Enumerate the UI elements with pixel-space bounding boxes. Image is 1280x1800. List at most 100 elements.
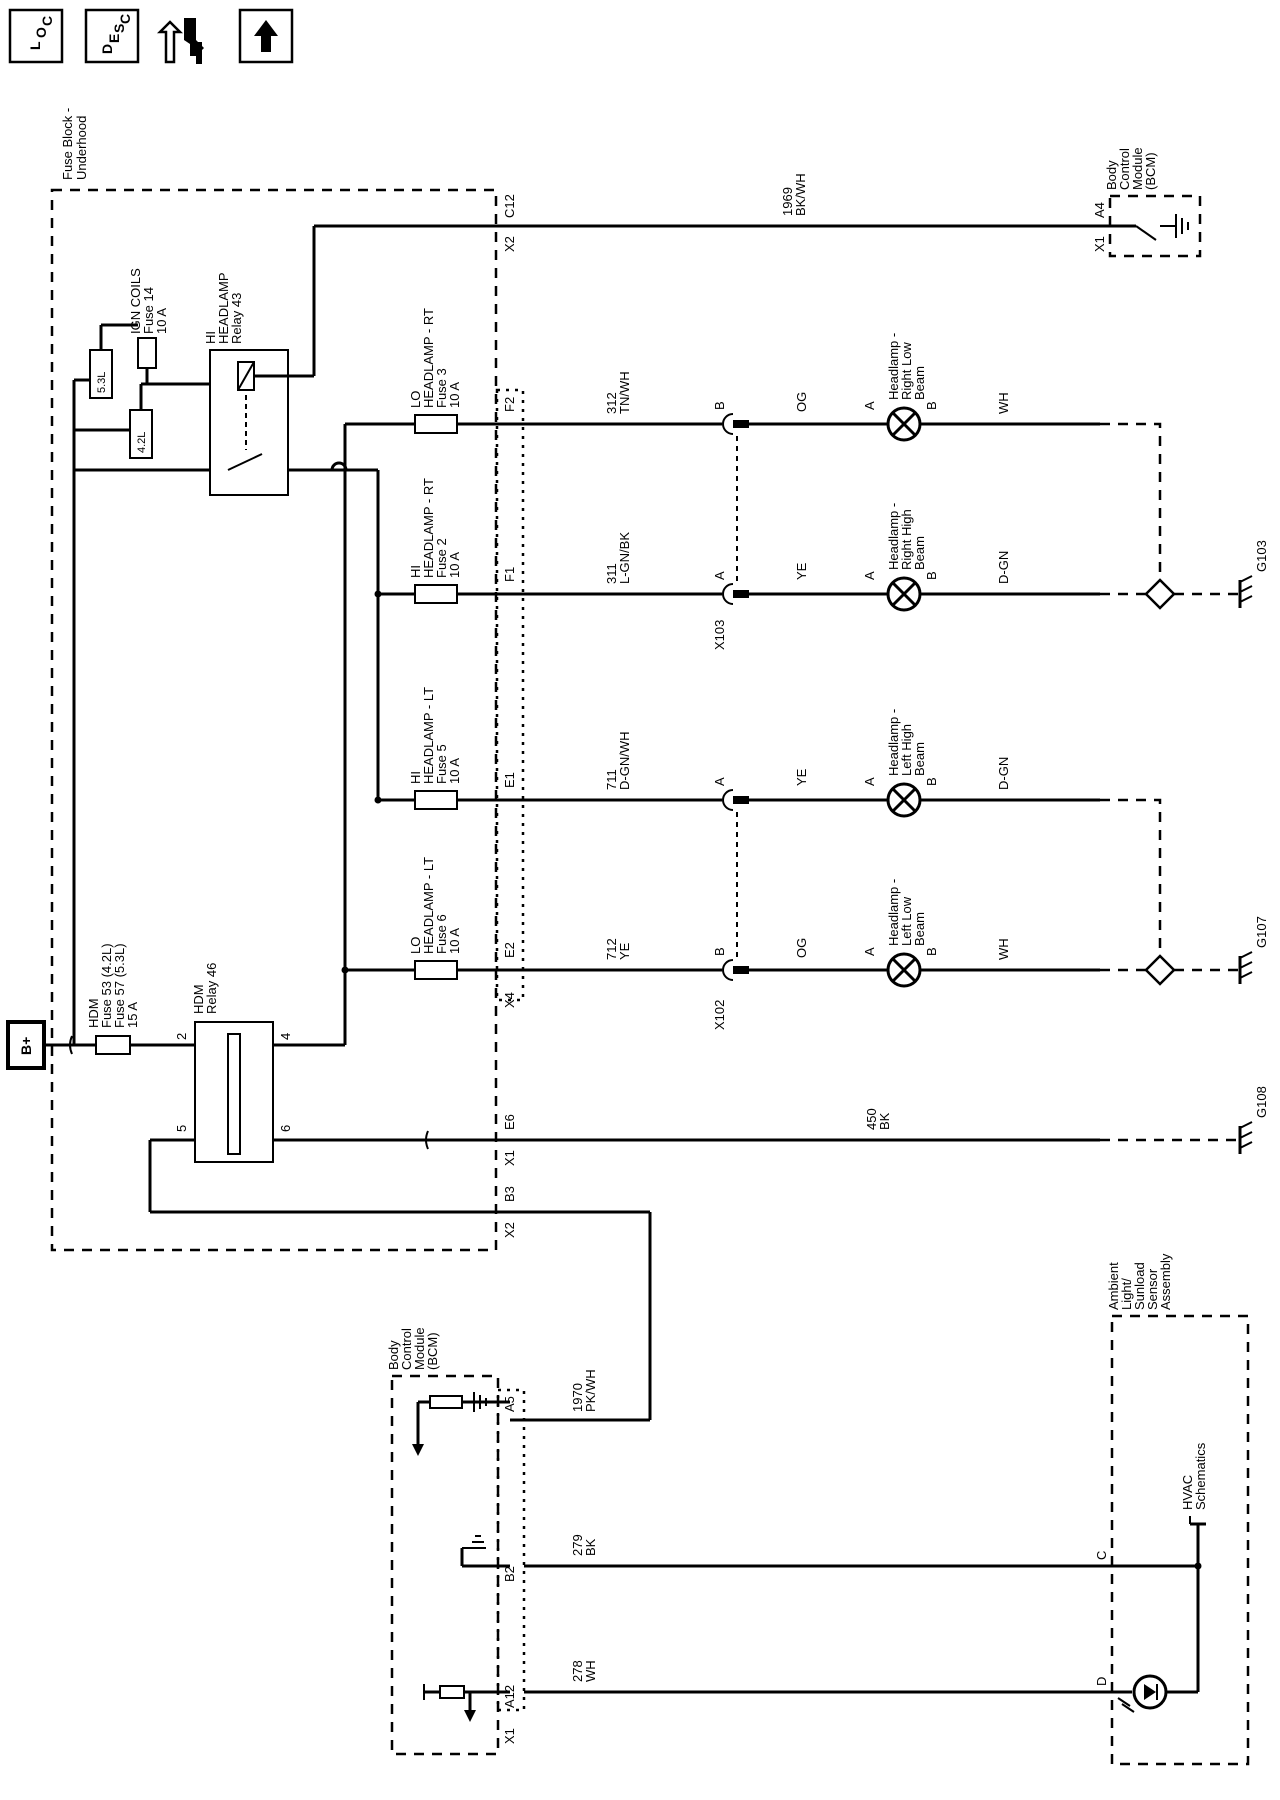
lamp-rh-pin-b: B bbox=[924, 571, 939, 580]
fuse-lo-rt-l2: HEADLAMP - RT bbox=[421, 308, 436, 408]
loc-letter-o: O bbox=[33, 27, 49, 38]
lamp-right-low-l1: Headlamp - bbox=[886, 333, 901, 400]
bcm-pin-b2: B2 bbox=[502, 1566, 517, 1582]
ground-g108-label: G108 bbox=[1254, 1086, 1269, 1118]
fuse-hi-lt bbox=[414, 790, 458, 810]
loc-letter-c: C bbox=[39, 16, 55, 26]
bcm-pin-a5: A5 bbox=[502, 1396, 517, 1412]
ground-g107-label: G107 bbox=[1254, 916, 1269, 948]
circuit-712-color: YE bbox=[617, 942, 632, 960]
hdm-fuse bbox=[95, 1035, 131, 1055]
lamp-left-low-l1: Headlamp - bbox=[886, 879, 901, 946]
fuse-hi-lt-l2: HEADLAMP - LT bbox=[421, 687, 436, 784]
wire-ye-1: YE bbox=[794, 562, 809, 580]
return-wh-1: WH bbox=[996, 392, 1011, 414]
bcm-top-l4: (BCM) bbox=[1143, 152, 1158, 190]
lamp-lh-pin-a: A bbox=[862, 777, 877, 786]
battery-label: B+ bbox=[18, 1037, 34, 1055]
circuit-711-color: D-GN/WH bbox=[617, 732, 632, 791]
x102-pin-b: B bbox=[712, 947, 727, 956]
lamp-left-high-l2: Left High bbox=[899, 724, 914, 776]
hi-relay-label-2: HEADLAMP bbox=[216, 272, 231, 344]
bcm-pin-a12: A12 bbox=[502, 1685, 517, 1708]
bcm-top-pin-a4: A4 bbox=[1092, 202, 1107, 218]
lamp-right-high bbox=[886, 576, 922, 612]
connector-icon[interactable] bbox=[156, 18, 204, 64]
circuit-311-color: L-GN/BK bbox=[617, 532, 632, 584]
loc-button[interactable]: L O C bbox=[8, 8, 64, 64]
circuit-711: 711 bbox=[604, 769, 619, 790]
bcm-top-conn-x1: X1 bbox=[1092, 236, 1107, 252]
return-dgn-1: D-GN bbox=[996, 551, 1011, 584]
circuit-450-color: BK bbox=[877, 1112, 892, 1130]
circuit-1970-color: PK/WH bbox=[583, 1369, 598, 1412]
hdm-fuse-label: HDM bbox=[86, 998, 101, 1028]
desc-letter-e: E bbox=[106, 34, 122, 43]
conn-x2-top: X2 bbox=[502, 236, 517, 252]
loc-letter-l: L bbox=[27, 41, 43, 50]
fuse-hi-lt-l4: 10 A bbox=[447, 758, 462, 784]
fuse-hi-rt-l4: 10 A bbox=[447, 552, 462, 578]
ign-coils-fuse-num: Fuse 14 bbox=[141, 287, 156, 334]
hvac-ref-l2: Schematics bbox=[1193, 1442, 1208, 1510]
hdm-relay-label-2: Relay 46 bbox=[204, 963, 219, 1014]
conn-e6: E6 bbox=[502, 1114, 517, 1130]
splice-g107 bbox=[1144, 954, 1176, 986]
wire-ye-2: YE bbox=[794, 768, 809, 786]
conn-c12: C12 bbox=[502, 194, 517, 218]
circuit-1969: 1969 bbox=[780, 187, 795, 216]
lamp-left-high-l1: Headlamp - bbox=[886, 709, 901, 776]
x103-pin-a: A bbox=[712, 571, 727, 580]
circuit-712: 712 bbox=[604, 938, 619, 960]
desc-button[interactable]: D E S C bbox=[84, 8, 140, 64]
fuse-hi-rt-l1: HI bbox=[408, 565, 423, 578]
ground-g103 bbox=[1238, 575, 1253, 608]
lamp-left-high bbox=[886, 782, 922, 818]
bcm-bottom-l4: (BCM) bbox=[425, 1332, 440, 1370]
circuit-312: 312 bbox=[604, 392, 619, 414]
desc-letter-s: S bbox=[111, 24, 127, 33]
conn-x102: X102 bbox=[712, 1000, 727, 1030]
hdm-fuse-num2: Fuse 57 (5.3L) bbox=[112, 943, 127, 1028]
pin-e2: E2 bbox=[502, 942, 517, 958]
fuse-lo-rt-l1: LO bbox=[408, 391, 423, 408]
bcm-top-l3: Module bbox=[1130, 147, 1145, 190]
bcm-bottom-l3: Module bbox=[412, 1327, 427, 1370]
circuit-1970: 1970 bbox=[570, 1383, 585, 1412]
wire-og-1: OG bbox=[794, 392, 809, 412]
lamp-left-high-l3: Beam bbox=[912, 742, 927, 776]
ign-coils-label: IGN COILS bbox=[128, 268, 143, 334]
circuit-279: 279 bbox=[570, 1534, 585, 1556]
conn-x2-bottom: X2 bbox=[502, 1222, 517, 1238]
x4-connector-boundary bbox=[495, 388, 525, 1002]
lamp-ll-pin-b: B bbox=[924, 947, 939, 956]
lamp-right-low bbox=[886, 406, 922, 442]
fuse-lo-lt-l4: 10 A bbox=[447, 928, 462, 954]
pin-f2: F2 bbox=[502, 397, 517, 412]
hdm-relay-pin5: 5 bbox=[174, 1125, 189, 1132]
sensor-l2: Light/ bbox=[1119, 1278, 1134, 1310]
fuse-lo-rt bbox=[414, 414, 458, 434]
splice-g103 bbox=[1144, 578, 1176, 610]
sensor-pin-c: C bbox=[1094, 1551, 1109, 1560]
sensor-l4: Sensor bbox=[1145, 1268, 1160, 1310]
fuse-block-subtitle: Underhood bbox=[74, 116, 89, 180]
up-arrow-button[interactable] bbox=[238, 8, 294, 64]
desc-letter-c: C bbox=[117, 14, 133, 24]
bcm-top-l2: Control bbox=[1117, 148, 1132, 190]
hdm-fuse-num1: Fuse 53 (4.2L) bbox=[99, 943, 114, 1028]
fuse-hi-rt bbox=[414, 584, 458, 604]
return-wh-2: WH bbox=[996, 938, 1011, 960]
fuse-lo-rt-l3: Fuse 3 bbox=[434, 368, 449, 408]
hdm-relay-pin4: 4 bbox=[278, 1033, 293, 1040]
fuse-hi-lt-l1: HI bbox=[408, 771, 423, 784]
bcm-bottom-conn-x1: X1 bbox=[502, 1728, 517, 1744]
lamp-rl-pin-b: B bbox=[924, 401, 939, 410]
hdm-relay-label-1: HDM bbox=[191, 984, 206, 1014]
fuse-hi-rt-l3: Fuse 2 bbox=[434, 538, 449, 578]
fuse-lo-lt-l1: LO bbox=[408, 937, 423, 954]
circuit-278-color: WH bbox=[583, 1660, 598, 1682]
circuit-279-color: BK bbox=[583, 1538, 598, 1556]
pin-f1: F1 bbox=[502, 567, 517, 582]
lamp-right-low-l2: Right Low bbox=[899, 342, 914, 400]
